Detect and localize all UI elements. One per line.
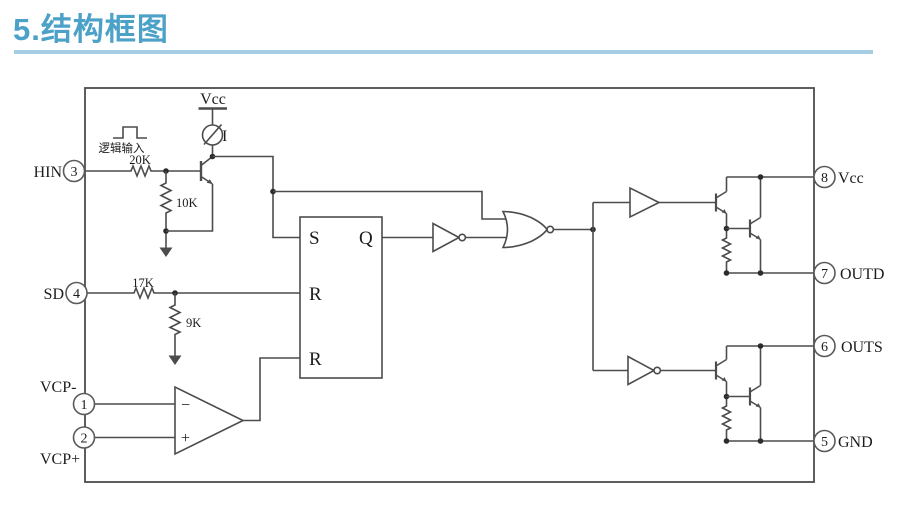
inverter-icon: [627, 355, 656, 386]
pulse-waveform-icon: [113, 126, 147, 139]
wire: [212, 155, 300, 239]
junction-dot: [757, 174, 764, 180]
resistor-10k-label: 10K: [176, 196, 198, 210]
resistor-9k: [168, 302, 182, 337]
inverter-q: [382, 222, 507, 253]
pin-circle: [813, 261, 836, 285]
pin-circle: [62, 159, 86, 183]
pin-circle: [813, 334, 836, 358]
resistor: [720, 404, 733, 441]
inverter-icon: [432, 222, 461, 253]
pin-number: 5: [821, 435, 828, 450]
comparator-icon: [174, 385, 245, 456]
pin-label: OUTS: [841, 339, 883, 356]
pin-circle: [72, 392, 96, 416]
latch-r-top-label: R: [309, 284, 322, 305]
pin-label: GND: [838, 434, 873, 451]
pin-label: OUTD: [840, 266, 884, 283]
resistor: [720, 236, 733, 273]
current-label: I: [222, 128, 227, 145]
junction-dot: [723, 438, 730, 444]
resistor-20k-label: 20K: [129, 153, 151, 167]
resistor-17k-label: 17K: [132, 276, 154, 290]
npn-emitter-arrow: [206, 179, 213, 184]
pin-label: Vcc: [838, 170, 864, 187]
pin-circle: [72, 426, 96, 449]
pin-circle: [813, 165, 836, 189]
inverter-bubble: [458, 233, 467, 242]
latch-s-label: S: [309, 228, 320, 249]
pin-circle: [813, 429, 836, 453]
pin-outd: 7 OUTD: [813, 261, 884, 285]
pin-outs: 6 OUTS: [813, 334, 883, 358]
outs-driver-stage: [627, 343, 814, 444]
logic-input-label: 逻辑输入: [99, 141, 145, 155]
npn-transistor: [748, 216, 762, 241]
pin-number: 4: [73, 287, 80, 302]
pin-circle: [65, 281, 88, 305]
hin-input-network: 20K 10K: [84, 153, 216, 257]
wire: [273, 190, 507, 220]
pin-vcc: 8 Vcc: [813, 165, 864, 189]
sr-latch: S Q R R: [299, 216, 383, 379]
pin-hin: 3 HIN: [34, 159, 86, 183]
vcc-top-label: Vcc: [200, 91, 226, 108]
npn-transistor: [714, 358, 728, 383]
resistor-10k: [159, 180, 173, 218]
comparator-plus-label: +: [181, 430, 190, 447]
ground-icon: [159, 247, 173, 257]
nor-bubble: [546, 225, 555, 234]
sr-latch-box: [299, 216, 383, 379]
nor-gate: [501, 210, 596, 249]
pin-gnd: 5 GND: [813, 429, 873, 453]
ic-boundary-box: [84, 87, 815, 483]
page-title: 5.结构框图: [13, 12, 169, 47]
pin-number: 6: [821, 340, 828, 355]
pin-label: VCP-: [40, 379, 76, 396]
comparator: − +: [94, 357, 300, 456]
wire: [166, 184, 214, 232]
wire: [243, 357, 300, 422]
nor-gate-icon: [501, 210, 548, 249]
sd-input-network: 17K 9K: [87, 276, 300, 365]
outd-driver-stage: [629, 174, 814, 276]
resistor-17k: [131, 285, 156, 301]
title-underline: [14, 50, 873, 54]
junction-dot: [757, 438, 764, 444]
current-source-arrow: [203, 123, 223, 146]
pin-number: 3: [71, 165, 78, 180]
pin-sd: 4 SD: [44, 281, 88, 305]
pin-label: HIN: [34, 164, 63, 181]
pin-number: 7: [821, 267, 828, 282]
junction-dot: [757, 270, 764, 276]
resistor-9k-label: 9K: [186, 316, 201, 330]
latch-r-bottom-label: R: [309, 349, 322, 370]
pin-number: 8: [821, 171, 828, 186]
comparator-minus-label: −: [181, 397, 190, 414]
junction-dot: [757, 343, 764, 349]
logic-input-annotation: 逻辑输入: [99, 126, 147, 155]
junction-dot: [723, 270, 730, 276]
npn-transistor: [748, 384, 762, 409]
inverter-bubble: [653, 366, 662, 375]
pin-vcp-plus: 2 VCP+: [40, 426, 96, 468]
pin-vcp-minus: 1 VCP-: [40, 379, 96, 416]
npn-transistor: [714, 190, 728, 215]
resistor-20k: [128, 163, 153, 179]
buffer-icon: [629, 186, 661, 219]
ground-icon: [168, 355, 182, 365]
pin-number: 1: [81, 398, 88, 413]
pin-number: 2: [81, 432, 88, 447]
pin-label: VCP+: [40, 451, 80, 468]
vcc-supply-symbol: Vcc I: [198, 91, 227, 157]
pin-label: SD: [44, 286, 64, 303]
latch-q-label: Q: [359, 228, 373, 249]
